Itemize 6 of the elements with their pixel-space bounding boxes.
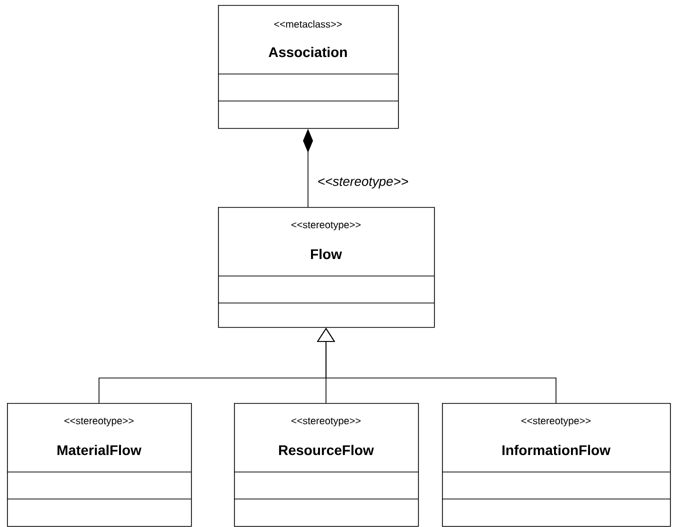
class-box: <<stereotype>> InformationFlow <box>442 403 671 527</box>
class-box: <<metaclass>> Association <box>218 5 399 129</box>
edge-label: <<stereotype>> <box>316 176 410 190</box>
class-box: <<stereotype>> Flow <box>218 207 435 328</box>
class-box: <<stereotype>> ResourceFlow <box>234 403 419 527</box>
class-box: <<stereotype>> MaterialFlow <box>6 403 192 527</box>
